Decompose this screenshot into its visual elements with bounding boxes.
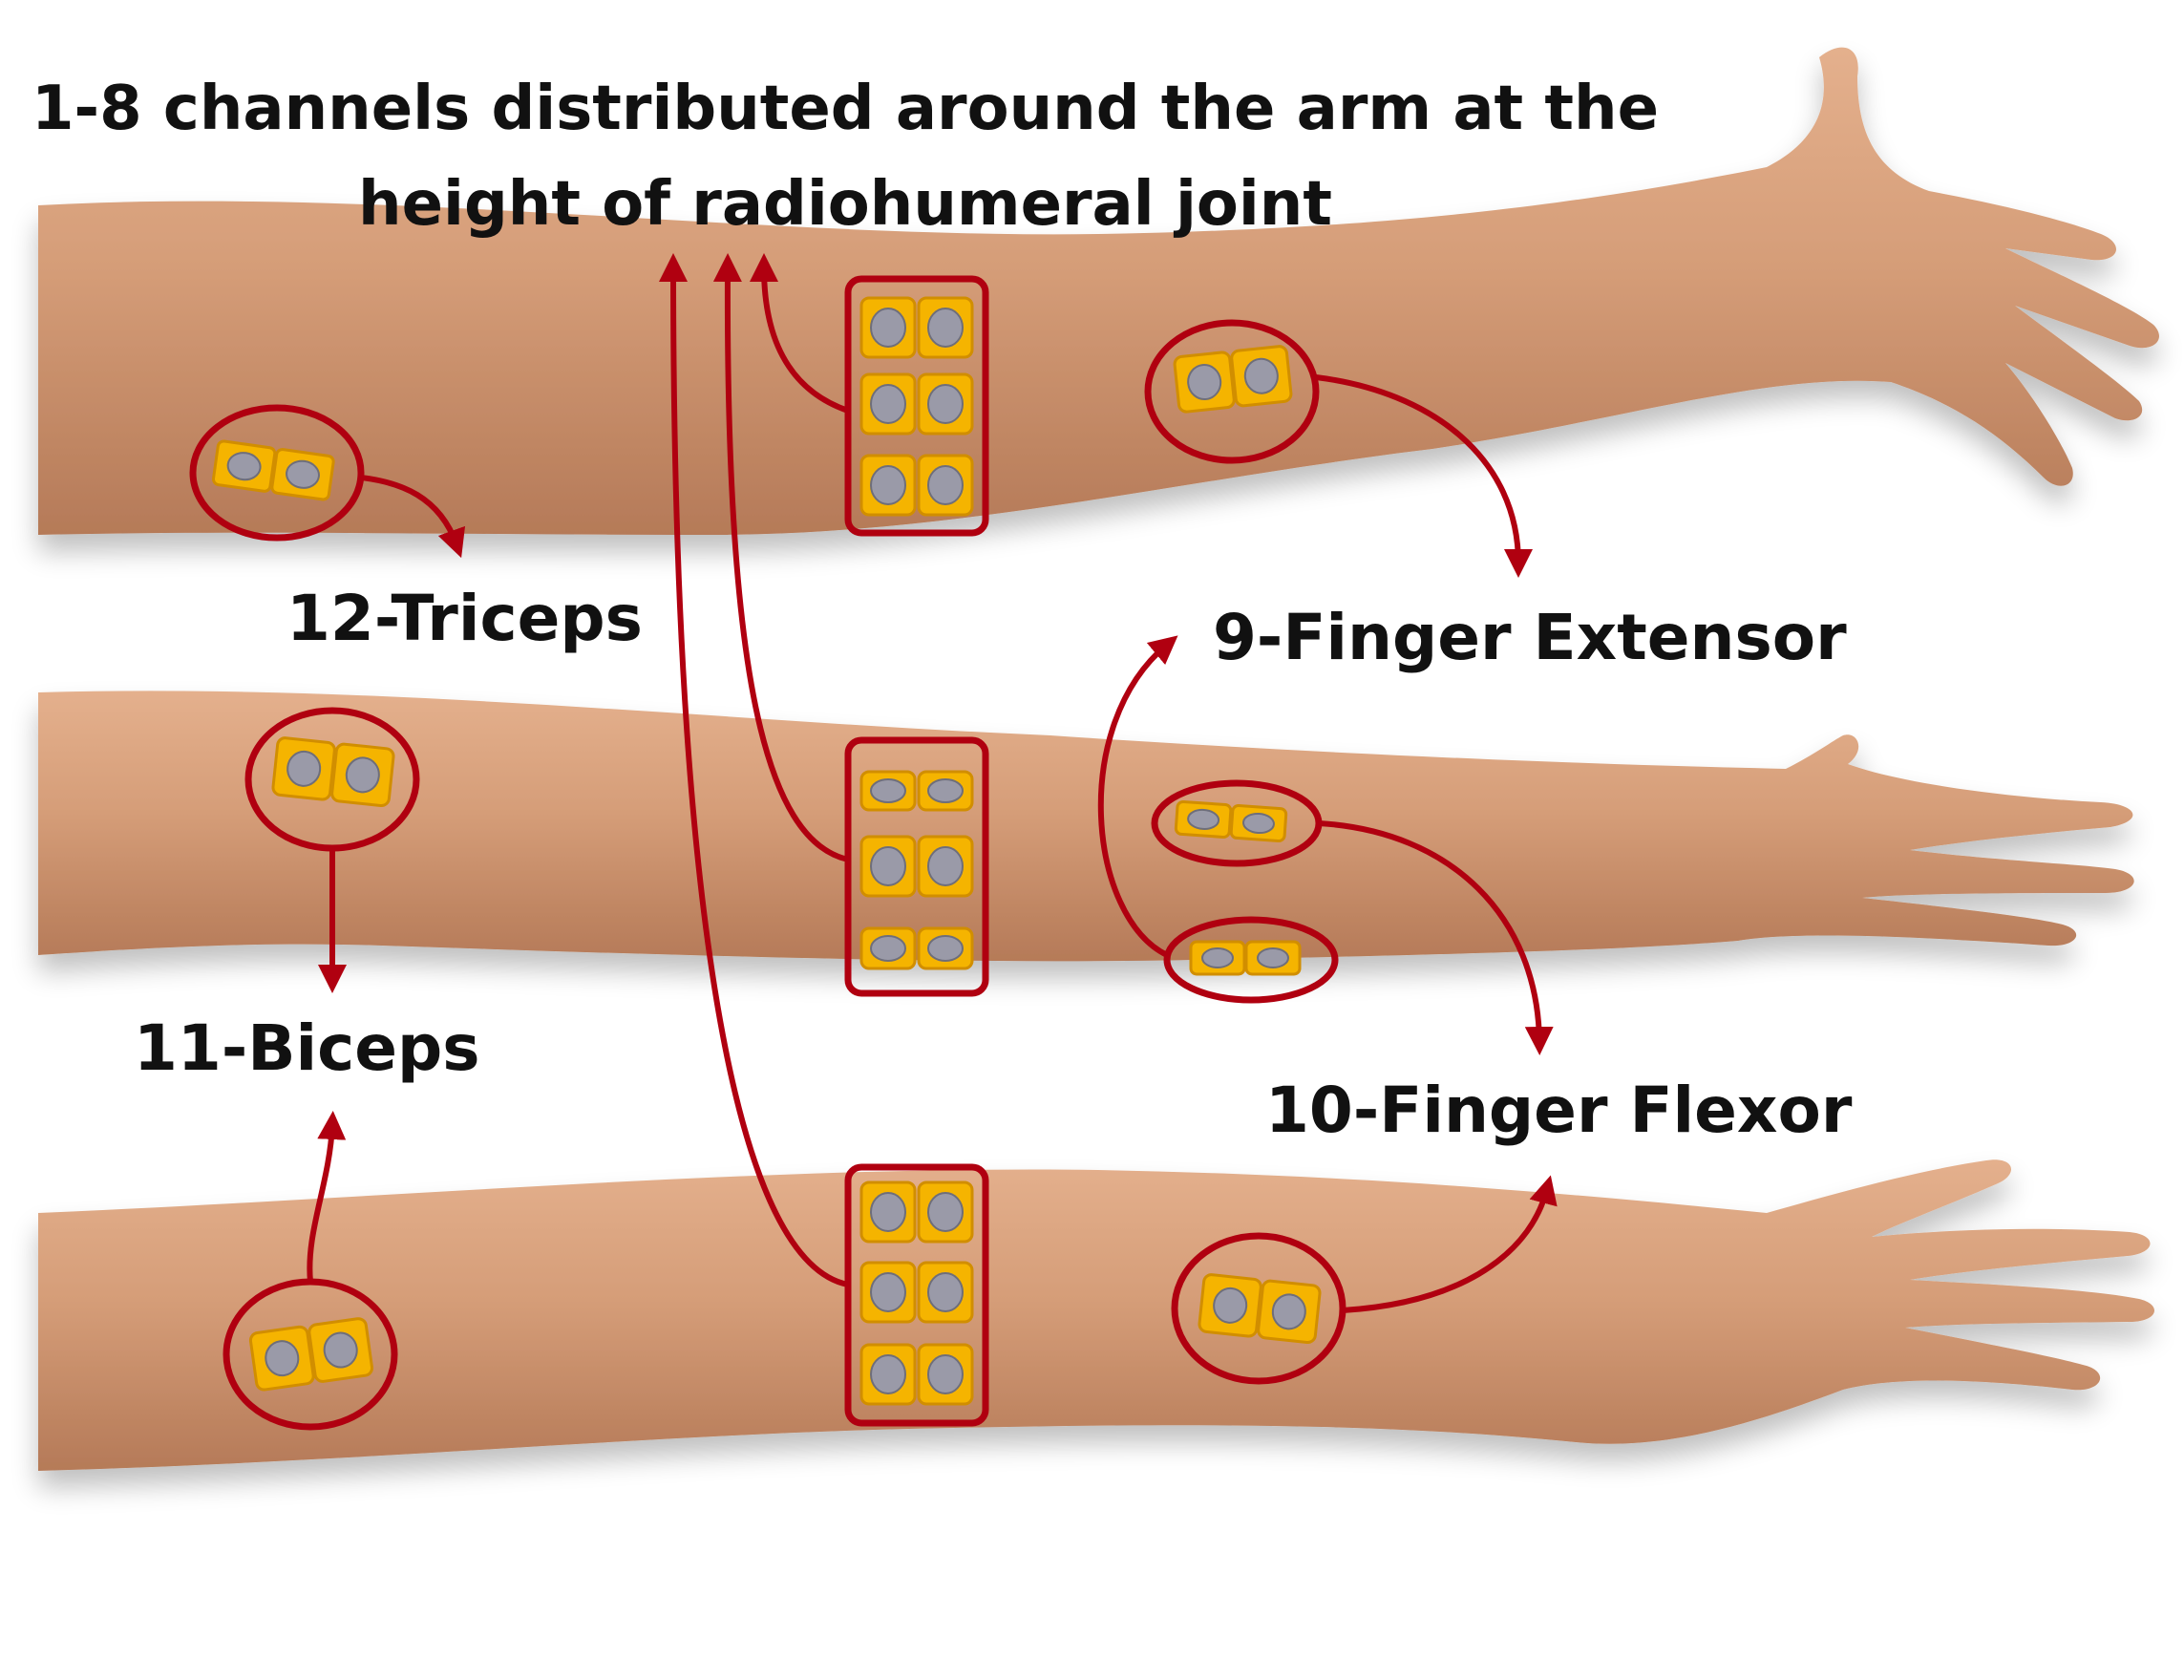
- electrode-pair: [859, 1343, 974, 1406]
- finger-flexor-electrode-bottom: [1171, 1232, 1346, 1385]
- label-finger-flexor: 10-Finger Flexor: [1265, 1074, 1853, 1147]
- title-line-1: 1-8 channels distributed around the arm …: [32, 74, 1659, 144]
- arrow-middle-strip-to-title: [712, 253, 851, 862]
- arrow-finger-flexor-middle: [1316, 820, 1554, 1055]
- arrow-bottom-strip-to-title: [659, 253, 851, 1287]
- arrow-finger-flexor-bottom: [1340, 1175, 1558, 1313]
- electrode-pair: [859, 296, 974, 359]
- title-line-2: height of radiohumeral joint: [358, 169, 1332, 240]
- triceps-electrode: [189, 404, 365, 542]
- arrow-top-strip-to-title: [750, 253, 851, 414]
- electrode-pair: [859, 926, 974, 970]
- electrode-pair: [859, 770, 974, 812]
- channel-strip-top: [844, 275, 989, 537]
- arrow-biceps-bottom: [307, 1111, 347, 1285]
- label-biceps: 11-Biceps: [134, 1011, 480, 1085]
- channel-strip-middle: [844, 736, 989, 997]
- arm-bottom: [38, 1159, 2155, 1471]
- arrow-finger-extensor-middle: [1097, 635, 1178, 958]
- finger-flexor-electrode-middle: [1163, 916, 1339, 1004]
- electrode-pair: [859, 1261, 974, 1324]
- arrows: [307, 253, 1558, 1313]
- arrow-finger-extensor-top: [1313, 374, 1533, 578]
- finger-extensor-electrode: [1144, 319, 1320, 464]
- arm-top: [38, 47, 2159, 535]
- electrode-pair: [859, 454, 974, 517]
- arrow-triceps: [358, 475, 466, 559]
- electrode-pair: [859, 372, 974, 436]
- channel-strip-bottom: [844, 1163, 989, 1427]
- label-triceps: 12-Triceps: [286, 582, 643, 655]
- electrode-pair: [859, 835, 974, 898]
- label-finger-extensor: 9-Finger Extensor: [1213, 601, 1847, 674]
- arm-middle: [38, 691, 2134, 962]
- electrode-pair: [859, 1180, 974, 1244]
